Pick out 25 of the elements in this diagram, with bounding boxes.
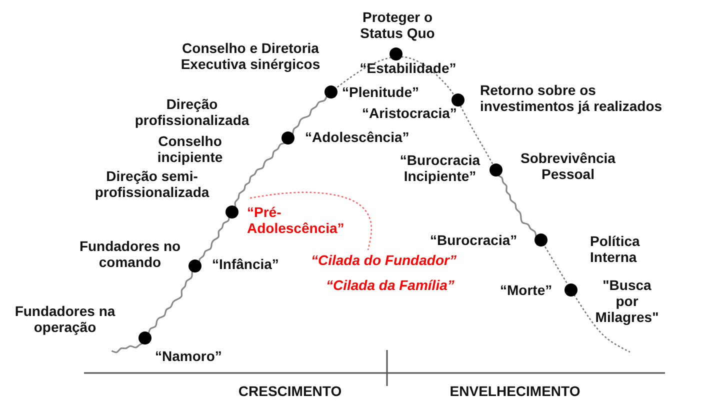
stage-label: “Infância” [212, 256, 280, 272]
stage-label: “Morte” [500, 282, 554, 298]
stage-label: "Busca por Milagres" [594, 277, 660, 325]
stage-label: Conselho incipiente [156, 133, 224, 165]
warning-label: “Pré-Adolescência” [247, 204, 346, 236]
stage-label: “Burocracia” [430, 232, 518, 248]
stage-label: Direção semi-profissionalizada [94, 168, 210, 200]
stage-label: “Namoro” [155, 348, 223, 364]
stage-label: Retorno sobre os investimentos já realizados [480, 82, 664, 114]
stage-label: Direção profissionalizada [134, 96, 250, 128]
stage-label: “Estabilidade” [358, 60, 458, 76]
stage-label: “Aristocracia” [362, 105, 458, 121]
stage-label: ENVELHECIMENTO [448, 383, 582, 399]
stage-label: Fundadores no comando [78, 238, 182, 270]
stage-label: Fundadores na operação [14, 303, 116, 335]
stage-label: Política Interna [590, 233, 641, 265]
stage-label: “Plenitude” [342, 84, 420, 100]
trap-label: “Cilada do Fundador” [311, 252, 458, 268]
stage-label: Conselho e Diretoria Executiva sinérgicos [180, 40, 322, 72]
stage-label: CRESCIMENTO [237, 383, 343, 399]
stage-label: Sobrevivência Pessoal [520, 150, 616, 182]
stage-label: “Adolescência” [305, 129, 410, 145]
stage-label: “Burocracia Incipiente” [398, 152, 482, 184]
stage-label: Proteger o Status Quo [359, 9, 436, 41]
trap-label: “Cilada da Família” [326, 277, 456, 293]
